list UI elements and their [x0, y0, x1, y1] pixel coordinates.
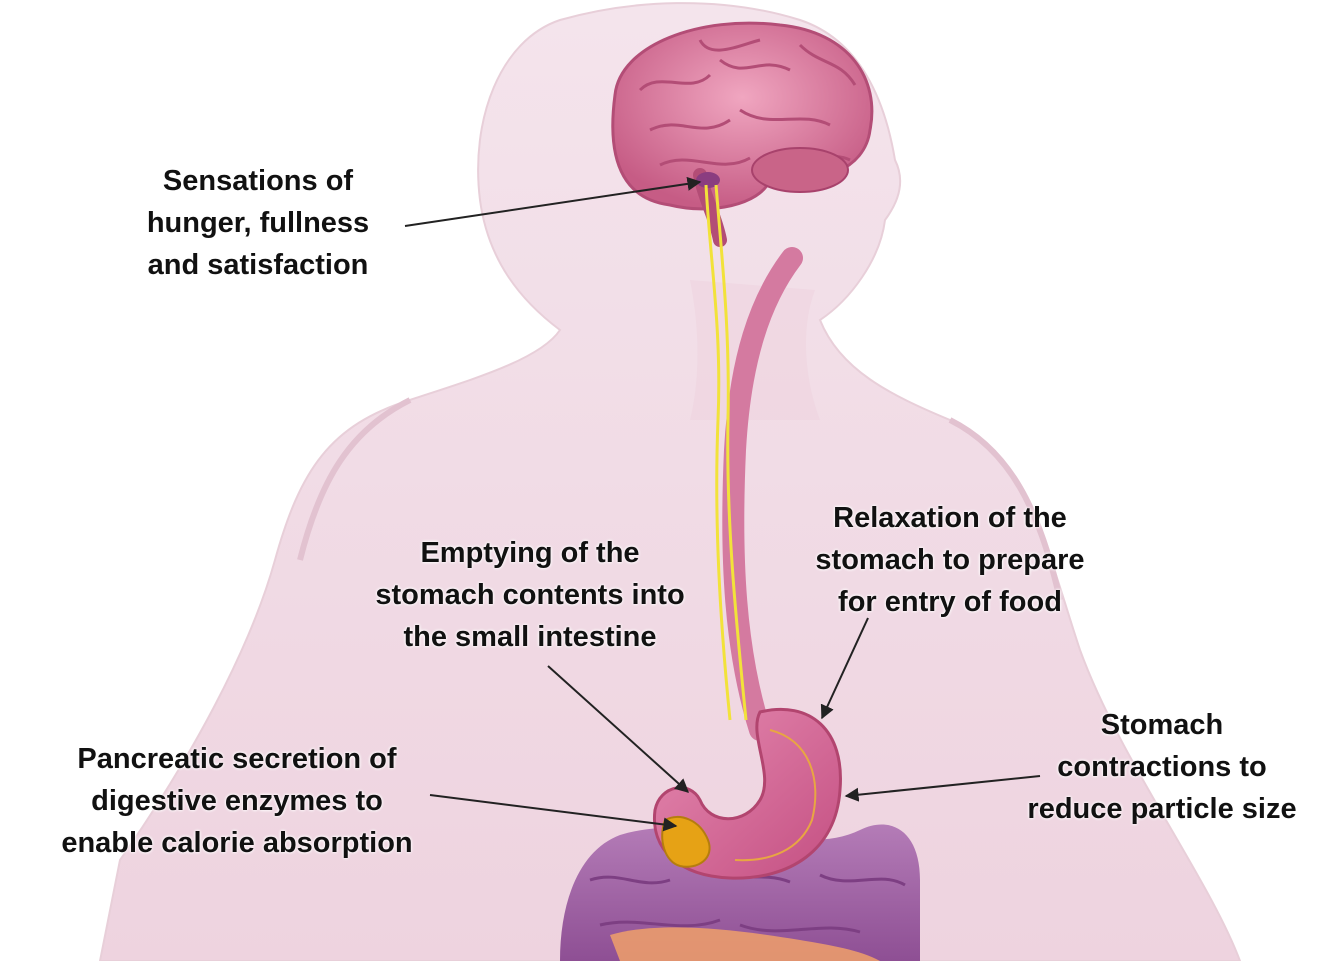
label-stomach-relaxation: Relaxation of the stomach to prepare for… [780, 497, 1120, 623]
label-line: reduce particle size [995, 788, 1329, 830]
label-line: stomach to prepare [780, 539, 1120, 581]
label-line: and satisfaction [118, 244, 398, 286]
label-line: Pancreatic secretion of [22, 738, 452, 780]
label-line: digestive enzymes to [22, 780, 452, 822]
label-line: Sensations of [118, 160, 398, 202]
label-line: Emptying of the [330, 532, 730, 574]
label-line: stomach contents into [330, 574, 730, 616]
label-line: the small intestine [330, 616, 730, 658]
label-line: for entry of food [780, 581, 1120, 623]
label-line: Stomach [995, 704, 1329, 746]
label-brain-sensations: Sensations of hunger, fullness and satis… [118, 160, 398, 286]
label-line: hunger, fullness [118, 202, 398, 244]
label-pancreatic-secretion: Pancreatic secretion of digestive enzyme… [22, 738, 452, 864]
label-line: enable calorie absorption [22, 822, 452, 864]
label-stomach-contractions: Stomach contractions to reduce particle … [995, 704, 1329, 830]
label-line: Relaxation of the [780, 497, 1120, 539]
label-line: contractions to [995, 746, 1329, 788]
label-stomach-emptying: Emptying of the stomach contents into th… [330, 532, 730, 658]
